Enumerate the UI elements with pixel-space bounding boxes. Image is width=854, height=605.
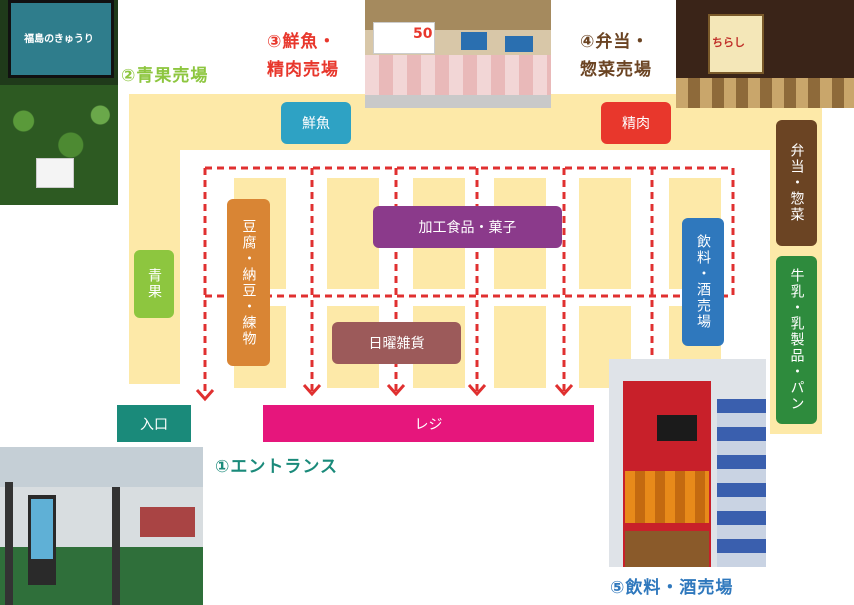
shelf-block — [327, 178, 379, 289]
area-title-entrance: ①エントランス — [215, 457, 339, 477]
tag-tofu: 豆腐・納豆・練物 — [227, 199, 270, 366]
shelf-block — [494, 306, 546, 388]
route-lines — [203, 166, 735, 392]
photo-fish-meat: 50 — [365, 0, 551, 108]
tag-entrance: 入口 — [117, 405, 191, 442]
tag-register: レジ — [263, 405, 594, 442]
tag-seiniku: 精肉 — [601, 102, 671, 144]
produce-sign: 福島のきゅうり — [24, 34, 94, 45]
area-title-fish-meat: ③鮮魚・ 精肉売場 — [267, 32, 339, 80]
area-title-drinks: ⑤飲料・酒売場 — [610, 578, 734, 598]
photo-entrance — [0, 447, 203, 605]
route-arrows — [195, 384, 574, 402]
photo-produce: 福島のきゅうり — [0, 0, 118, 205]
area-title-bento: ④弁当・ 惣菜売場 — [580, 32, 652, 80]
tag-processed-food: 加工食品・菓子 — [373, 206, 562, 248]
tag-daily-goods: 日曜雑貨 — [332, 322, 461, 364]
tag-liquor: 飲料・酒売場 — [682, 218, 724, 346]
photo-bento: ちらし — [676, 0, 854, 108]
photo-drinks — [609, 359, 766, 567]
shelf-block — [579, 178, 631, 289]
fish-sign: 50 — [413, 26, 433, 42]
tag-seika: 青果 — [134, 250, 174, 318]
tag-sengyo: 鮮魚 — [281, 102, 351, 144]
area-title-produce: ②青果売場 — [121, 66, 209, 86]
tag-milk-bread: 牛乳・乳製品・パン — [776, 256, 817, 424]
tag-bento-sozai: 弁当・惣菜 — [776, 120, 817, 246]
bento-sign: ちらし — [712, 36, 745, 49]
